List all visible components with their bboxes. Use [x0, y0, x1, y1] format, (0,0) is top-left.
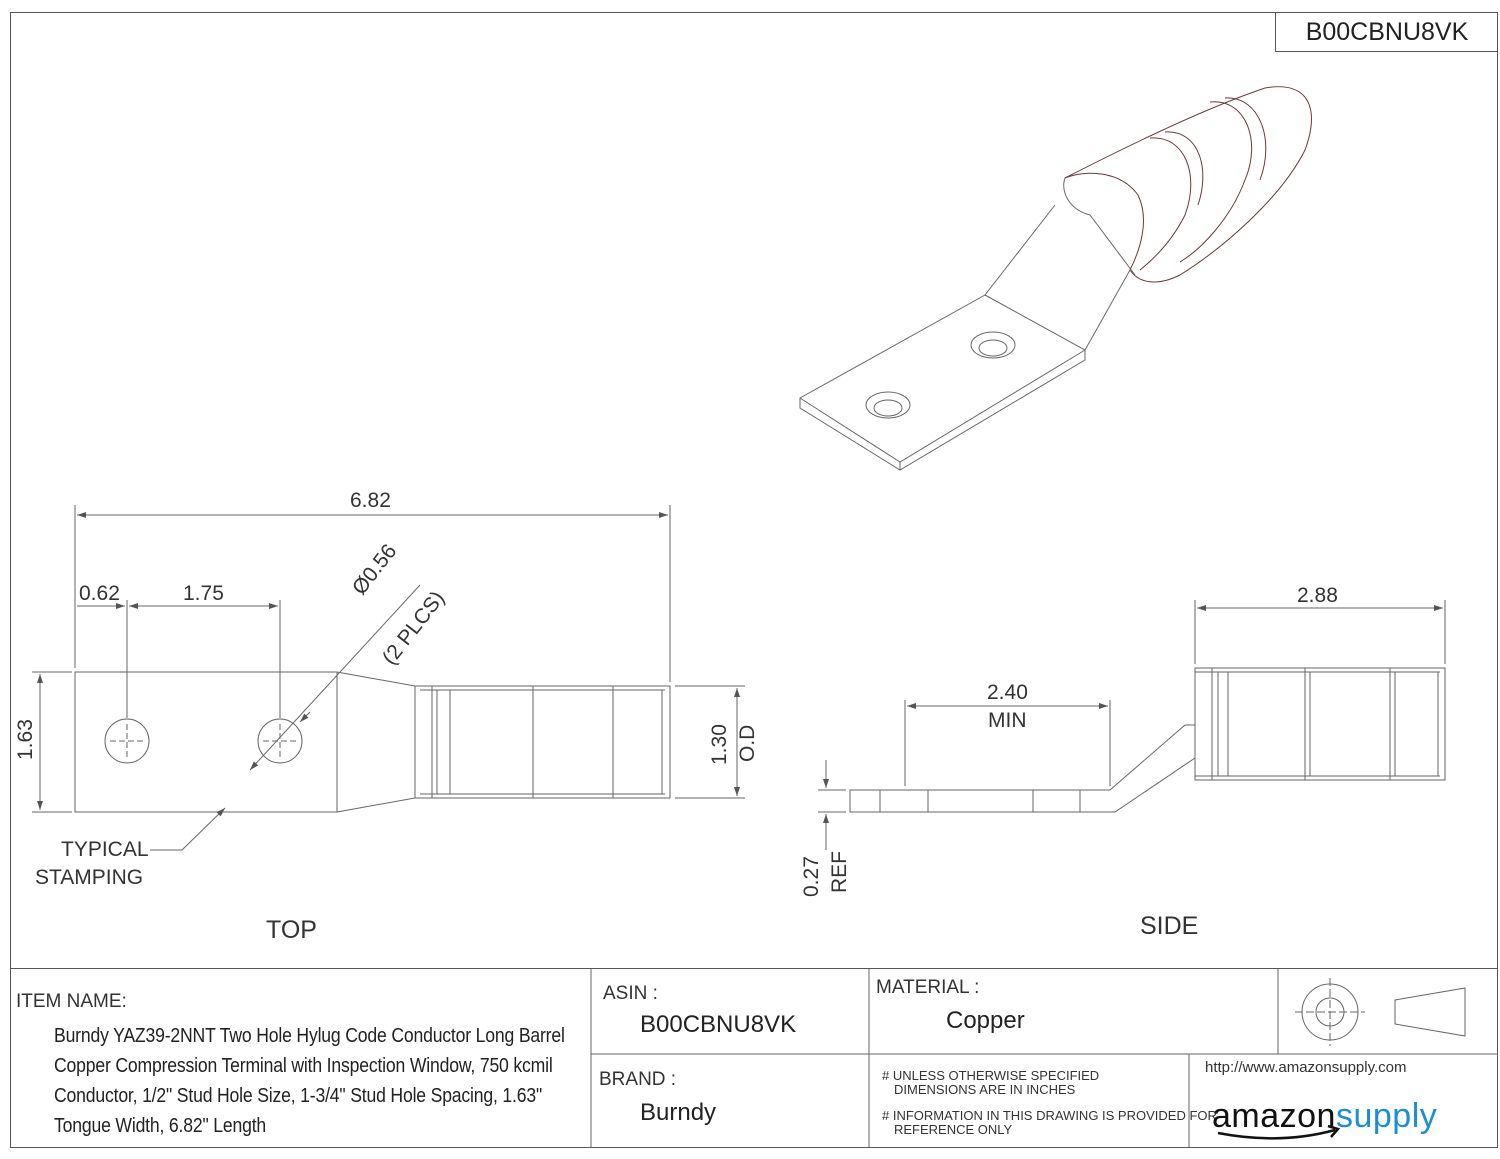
asin-label: ASIN : [603, 983, 658, 1004]
note-reference-line1: # INFORMATION IN THIS DRAWING IS PROVIDE… [882, 1108, 1217, 1123]
dim-barrel-od: 1.30 [708, 724, 731, 765]
logo-amazon-text: amazon [1212, 1097, 1336, 1135]
dim-barrel-od-suffix: O.D [736, 724, 759, 762]
stamping-label-line2: STAMPING [35, 866, 144, 889]
asin-value: B00CBNU8VK [640, 1011, 797, 1038]
item-name-label: ITEM NAME: [16, 991, 127, 1012]
dim-overall-length: 6.82 [350, 489, 391, 512]
item-name-value: Burndy YAZ39-2NNT Two Hole Hylug Code Co… [54, 1025, 565, 1137]
dim-edge-to-hole: 0.62 [79, 582, 120, 605]
stamping-label-line1: TYPICAL [61, 838, 149, 861]
note-units-line2: DIMENSIONS ARE IN INCHES [894, 1082, 1076, 1097]
brand-value: Burndy [640, 1099, 717, 1126]
drawing-frame [10, 12, 1498, 1148]
dim-min-label: MIN [988, 709, 1027, 732]
isometric-view [799, 86, 1312, 471]
material-label: MATERIAL : [876, 977, 980, 998]
note-units-line1: # UNLESS OTHERWISE SPECIFIED [882, 1068, 1100, 1083]
dim-barrel-length: 2.88 [1297, 584, 1338, 607]
brand-label: BRAND : [599, 1069, 677, 1090]
asin-header-box: B00CBNU8VK [1275, 12, 1498, 52]
top-view-drawing [32, 505, 745, 851]
side-view-title: SIDE [1140, 912, 1199, 940]
website-url[interactable]: http://www.amazonsupply.com [1205, 1059, 1407, 1076]
material-value: Copper [946, 1007, 1025, 1034]
logo-supply-text: supply [1335, 1097, 1438, 1135]
dim-hole-spacing: 1.75 [183, 582, 224, 605]
title-block: ITEM NAME: Burndy YAZ39-2NNT Two Hole Hy… [10, 968, 1498, 1148]
amazon-supply-logo: amazonsupply [1212, 1097, 1437, 1136]
dim-tongue-width: 1.63 [14, 719, 37, 760]
note-reference-line2: REFERENCE ONLY [894, 1122, 1013, 1137]
dim-min-length: 2.40 [987, 681, 1028, 704]
logo-smile-icon [1217, 1128, 1336, 1140]
dim-thickness: 0.27 [800, 856, 823, 897]
dim-thickness-ref: REF [828, 851, 851, 893]
side-view-drawing [818, 600, 1446, 850]
top-view-title: TOP [266, 916, 317, 944]
title-block-grid [590, 968, 1498, 1148]
